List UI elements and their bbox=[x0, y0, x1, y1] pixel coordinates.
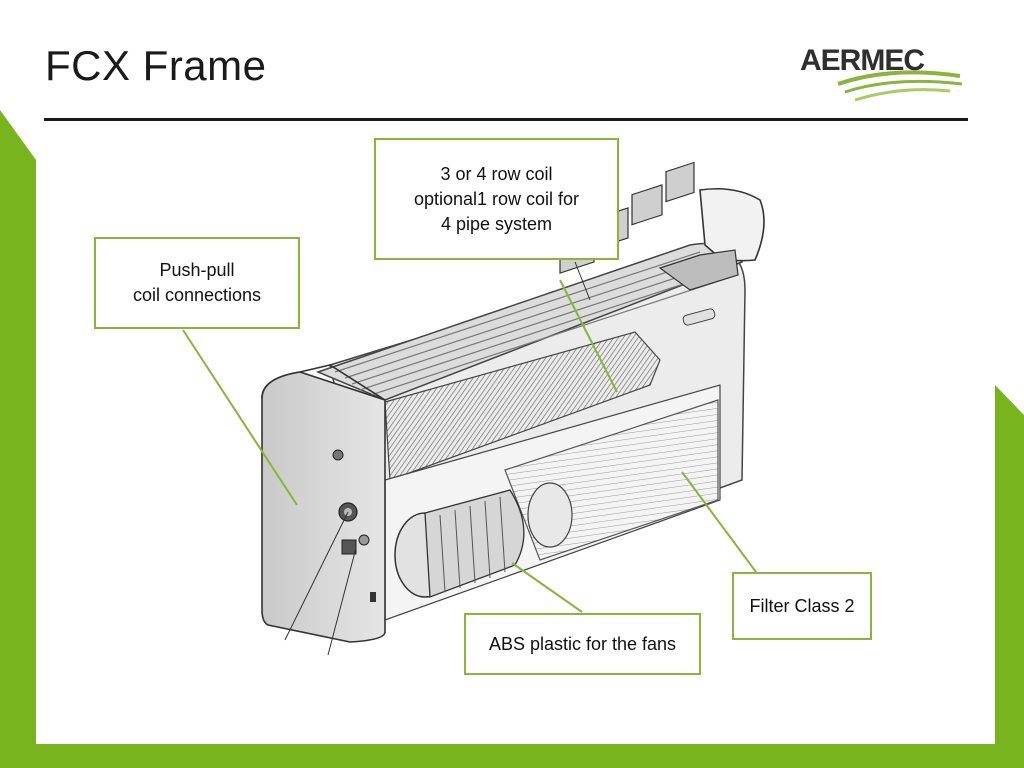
pipe-fittings bbox=[332, 449, 376, 602]
grille-slats bbox=[334, 251, 735, 397]
callout-leaders bbox=[182, 279, 757, 613]
right-frame-bar bbox=[995, 385, 1024, 745]
slide-title: FCX Frame bbox=[45, 42, 267, 89]
fan-scrolls bbox=[394, 482, 573, 598]
callout-filter: Filter Class 2 bbox=[732, 572, 872, 640]
motor-blocks bbox=[559, 161, 695, 274]
side-panel bbox=[261, 371, 386, 643]
bottom-frame-bar bbox=[0, 744, 1024, 768]
callout-coil-connections: Push-pull coil connections bbox=[94, 237, 300, 329]
aermec-logo: AERMEC bbox=[800, 44, 970, 106]
callout-coil: 3 or 4 row coil optional1 row coil for 4… bbox=[374, 138, 619, 260]
badge-plate bbox=[682, 308, 716, 326]
callout-fans: ABS plastic for the fans bbox=[464, 613, 701, 675]
control-box bbox=[658, 249, 739, 291]
title-divider bbox=[44, 118, 968, 121]
logo-swoosh-icon bbox=[837, 70, 963, 102]
left-frame-bar bbox=[0, 110, 36, 745]
connection-pointer-lines bbox=[284, 261, 591, 656]
